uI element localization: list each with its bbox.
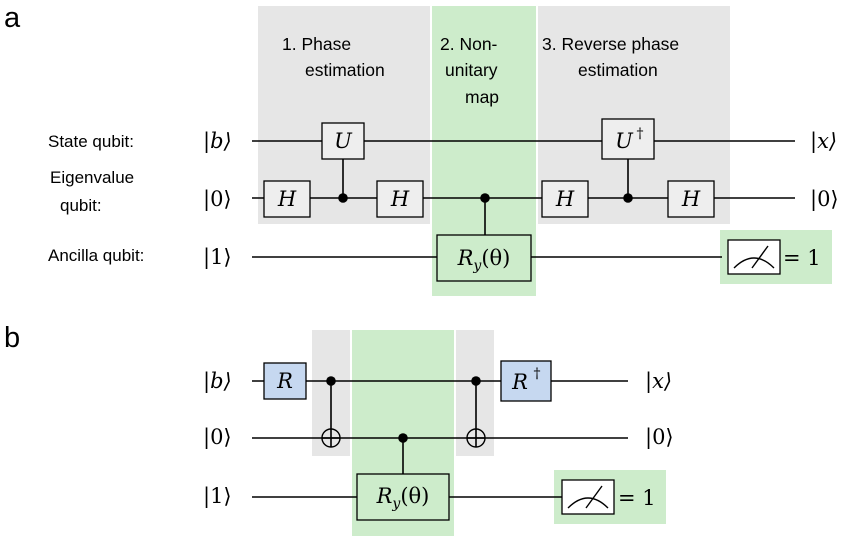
h-gate-3: H — [541, 180, 589, 218]
svg-text:H: H — [555, 187, 575, 211]
r-gate: R — [263, 362, 307, 400]
h-gate-2: H — [376, 180, 424, 218]
measurement-result-a: = 1 — [783, 246, 821, 270]
control-dot-ry-a — [480, 193, 490, 203]
ry-gate-a: Ry(θ) — [436, 234, 532, 282]
ket-0-out-a: |0⟩ — [810, 187, 839, 212]
measurement-meter-a — [727, 239, 781, 275]
stage-3-title: 3. Reverse phase estimation — [542, 34, 684, 80]
measurement-meter-b — [561, 479, 615, 515]
ket-b-in-a: |b⟩ — [203, 129, 232, 154]
ket-1-in-a: |1⟩ — [203, 245, 232, 270]
svg-text:Ry(θ): Ry(θ) — [457, 246, 511, 274]
svg-text:R: R — [511, 370, 528, 394]
measurement-result-b: = 1 — [618, 486, 656, 510]
h-gate-4: H — [667, 180, 715, 218]
ancilla-qubit-label: Ancilla qubit: — [48, 246, 144, 265]
h-gate-1: H — [263, 180, 311, 218]
eigenvalue-qubit-label: Eigenvalue qubit: — [50, 168, 139, 215]
control-dot-u-dagger — [623, 193, 633, 203]
r-dagger-gate: R † — [500, 360, 552, 402]
cnot-1-control-dot — [326, 376, 336, 386]
control-dot-ry-b — [398, 433, 408, 443]
svg-text:H: H — [390, 187, 410, 211]
svg-text:U: U — [615, 129, 634, 153]
u-dagger-gate: U † — [601, 118, 655, 160]
control-dot-u — [338, 193, 348, 203]
state-qubit-label: State qubit: — [48, 132, 134, 151]
ket-0-in-b: |0⟩ — [203, 425, 232, 450]
panel-a-label: a — [4, 2, 21, 34]
ket-b-in-b: |b⟩ — [203, 369, 232, 394]
ry-gate-b: Ry(θ) — [356, 473, 450, 521]
svg-text:†: † — [534, 366, 541, 382]
cnot-2-control-dot — [471, 376, 481, 386]
ket-0-in-a: |0⟩ — [203, 187, 232, 212]
svg-text:H: H — [277, 187, 297, 211]
svg-text:H: H — [681, 187, 701, 211]
svg-text:†: † — [637, 126, 644, 142]
ket-x-out-a: |x⟩ — [810, 129, 837, 154]
svg-text:R: R — [276, 369, 293, 393]
ket-x-out-b: |x⟩ — [645, 369, 672, 394]
u-gate: U — [321, 122, 365, 160]
svg-text:Ry(θ): Ry(θ) — [376, 484, 430, 512]
stage-1-title: 1. Phase estimation — [282, 34, 385, 80]
cnot-region-2 — [456, 330, 494, 456]
cnot-1-target — [321, 428, 341, 448]
svg-text:U: U — [334, 129, 353, 153]
ket-0-out-b: |0⟩ — [645, 425, 674, 450]
panel-b-label: b — [4, 322, 20, 354]
cnot-2-target — [466, 428, 486, 448]
ket-1-in-b: |1⟩ — [203, 484, 232, 509]
stage-2-title: 2. Non- unitary map — [440, 34, 502, 107]
